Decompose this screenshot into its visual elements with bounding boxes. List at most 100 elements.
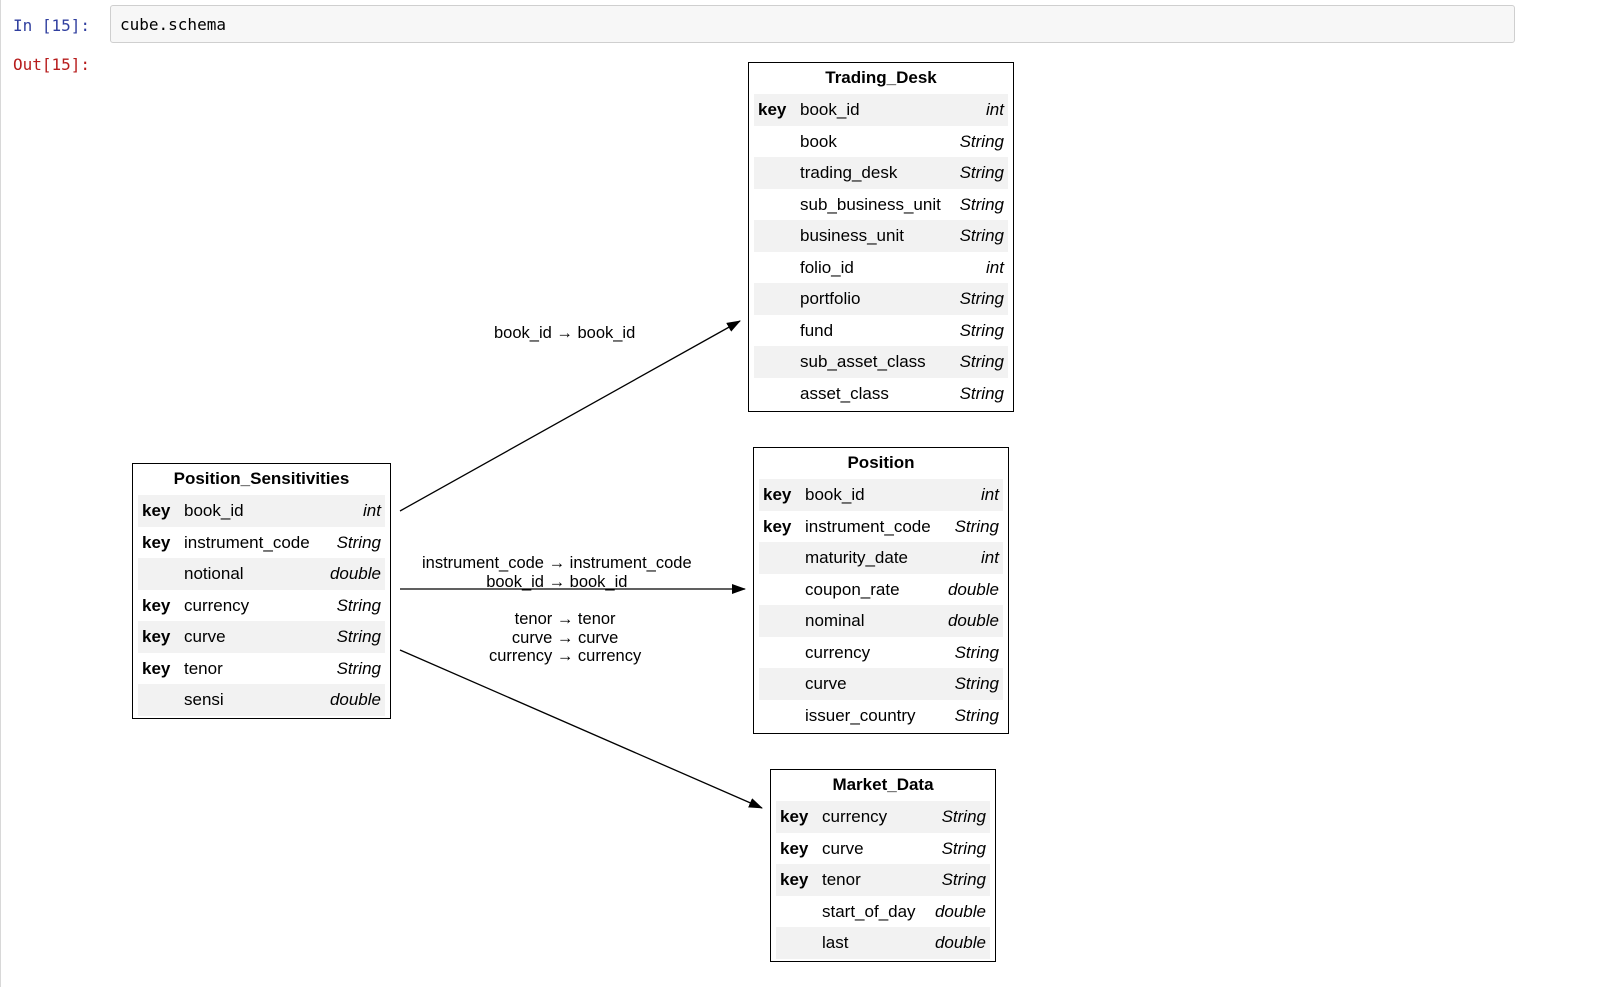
column-name: book (800, 131, 837, 151)
column-type: String (954, 674, 999, 693)
column-type: int (981, 485, 999, 504)
column-name: curve (822, 838, 864, 858)
column-name: portfolio (800, 289, 861, 308)
column-type: String (336, 595, 381, 615)
column-type: String (959, 289, 1004, 308)
table-row: sub_asset_class String (754, 346, 1008, 378)
table-title: Position_Sensitivities (173, 469, 350, 488)
column-type: int (981, 548, 999, 567)
edge-label-to-position: instrument_code → instrument_code book_i… (422, 554, 692, 591)
column-name: instrument_code (184, 532, 310, 552)
column-name: currency (184, 595, 250, 615)
column-name: folio_id (800, 257, 854, 277)
column-name: fund (800, 320, 834, 340)
table-row: key currency String (776, 801, 990, 833)
key-marker: key (758, 100, 787, 119)
column-type: int (363, 501, 381, 520)
table-title: Market_Data (832, 775, 934, 794)
table-row: book String (754, 126, 1008, 158)
table-title: Position (847, 453, 915, 472)
column-type: String (959, 131, 1004, 151)
column-type: String (959, 383, 1004, 403)
column-name: book_id (805, 485, 865, 504)
column-type: int (986, 100, 1004, 119)
key-marker: key (763, 516, 792, 536)
table-row: key book_id int (138, 495, 385, 527)
column-type: String (959, 194, 1004, 214)
column-name: sensi (184, 690, 224, 709)
table-row: portfolio String (754, 283, 1008, 315)
edge-mapping: book_id → book_id (494, 324, 636, 342)
column-name: trading_desk (800, 163, 898, 182)
edge-mapping: curve → curve (511, 628, 619, 647)
edge-to-trading-desk (399, 320, 741, 512)
column-name: business_unit (800, 226, 904, 245)
notebook-left-border (0, 0, 1, 987)
table-row: currency String (759, 637, 1003, 669)
column-name: currency (805, 642, 871, 662)
column-type: double (934, 933, 986, 952)
column-name: coupon_rate (805, 579, 900, 599)
edge-mapping: currency → currency (489, 647, 642, 665)
table-row: issuer_country String (759, 700, 1003, 732)
key-marker: key (142, 501, 171, 520)
column-type: String (954, 516, 999, 536)
column-name: last (822, 933, 849, 952)
table-row: fund String (754, 315, 1008, 347)
column-type: double (934, 901, 986, 921)
column-name: tenor (822, 870, 861, 889)
column-type: double (947, 579, 999, 599)
column-type: double (329, 690, 381, 709)
column-type: String (941, 807, 986, 826)
column-type: String (336, 532, 381, 552)
output-prompt: Out[15]: (13, 55, 91, 74)
edge-label-to-trading-desk: book_id → book_id (494, 324, 635, 343)
column-type: String (954, 642, 999, 662)
table-row: sensi double (138, 684, 385, 716)
table-row: key book_id int (759, 479, 1003, 511)
column-name: sub_business_unit (800, 194, 941, 214)
table-row: coupon_rate double (759, 574, 1003, 606)
column-type: String (959, 226, 1004, 245)
column-type: String (941, 870, 986, 889)
column-type: String (959, 320, 1004, 340)
key-marker: key (142, 658, 171, 678)
column-name: curve (184, 627, 226, 646)
column-name: sub_asset_class (800, 352, 926, 371)
edge-mapping: instrument_code → instrument_code (422, 554, 692, 572)
column-type: String (954, 705, 999, 725)
column-name: issuer_country (805, 705, 916, 725)
column-type: String (959, 352, 1004, 371)
key-marker: key (142, 595, 171, 615)
column-name: currency (822, 807, 888, 826)
edge-mapping: book_id → book_id (486, 572, 628, 591)
key-marker: key (780, 807, 809, 826)
input-prompt: In [15]: (13, 16, 91, 35)
key-marker: key (780, 838, 809, 858)
edge-mapping: tenor → tenor (514, 610, 616, 628)
code-input-cell[interactable]: cube.schema (110, 5, 1515, 43)
key-marker: key (763, 485, 792, 504)
table-row: business_unit String (754, 220, 1008, 252)
column-name: book_id (184, 501, 244, 520)
table-row: last double (776, 927, 990, 959)
column-name: notional (184, 564, 244, 583)
